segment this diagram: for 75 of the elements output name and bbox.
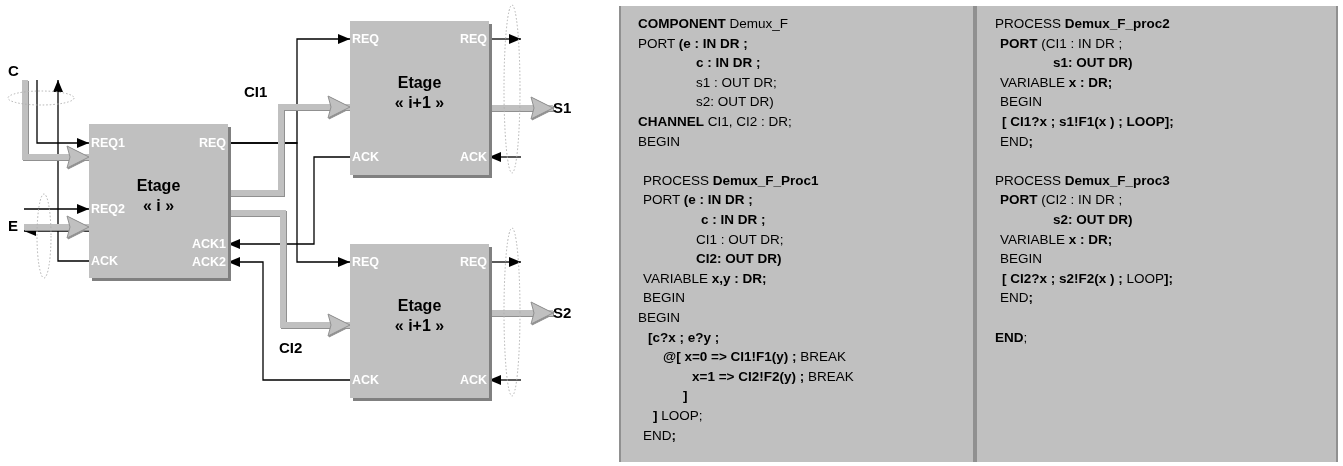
signal-label: E (8, 200, 24, 262)
signal-label: S2 (553, 304, 575, 322)
code-line: CHANNEL CI1, CI2 : DR; (638, 113, 792, 131)
code-line: BEGIN (643, 289, 685, 308)
code-line: ] (683, 387, 688, 406)
code-line: BEGIN (1000, 250, 1042, 269)
code-line: BEGIN (638, 309, 680, 327)
code-line: [ CI2?x ; s2!F2(x ) ; LOOP]; (1002, 269, 1174, 288)
data-channel-arrow (228, 210, 351, 337)
data-channel-arrow (489, 96, 554, 120)
code-line: PROCESS Demux_F_proc3 (995, 171, 1170, 190)
port-label: REQ (350, 32, 386, 46)
port-label: REQ (184, 136, 228, 150)
code-line: PORT (e : IN DR ; (638, 34, 748, 53)
data-channel-arrow (489, 301, 554, 325)
port-label: REQ1 (89, 136, 133, 150)
port-label: ACK (350, 150, 386, 164)
data-channel-arrow (24, 215, 90, 239)
dotted-ellipse (503, 4, 521, 174)
port-label: ACK (447, 373, 489, 387)
code-line: [ CI1?x ; s1!F1(x ) ; LOOP]; (1002, 113, 1174, 131)
code-line: c : IN DR ; (696, 54, 761, 73)
dotted-ellipse (36, 193, 52, 279)
code-line: s1 : OUT DR; (696, 73, 777, 92)
code-panel (619, 6, 975, 462)
dotted-ellipse (503, 227, 521, 397)
code-line: CI2: OUT DR) (696, 250, 782, 269)
code-line: END; (995, 328, 1028, 347)
port-label: ACK (350, 373, 386, 387)
code-line: s2: OUT DR) (1053, 211, 1133, 229)
code-line: BEGIN (1000, 93, 1042, 112)
code-line: [c?x ; e?y ; (648, 328, 720, 347)
port-label: REQ2 (89, 202, 133, 216)
data-channel-arrow (228, 95, 351, 196)
code-line: @[ x=0 => CI1!F1(y) ; BREAK (663, 348, 847, 367)
code-line: VARIABLE x : DR; (1000, 230, 1113, 249)
stage-block (350, 244, 489, 398)
code-line: PORT (e : IN DR ; (643, 191, 753, 210)
code-line: COMPONENT Demux_F (638, 15, 789, 33)
code-line: PORT (CI2 : IN DR ; (1000, 191, 1123, 210)
code-line: PORT (CI1 : IN DR ; (1000, 34, 1123, 53)
signal-arrow (53, 79, 90, 262)
stage-block (89, 124, 228, 278)
port-label: ACK2 (178, 255, 228, 269)
signal-label: S1 (553, 99, 575, 117)
code-line: PROCESS Demux_F_proc2 (995, 15, 1170, 33)
port-label: REQ (447, 32, 489, 46)
port-label: REQ (350, 255, 386, 269)
signal-arrow (23, 204, 90, 214)
code-line: s1: OUT DR) (1053, 54, 1133, 73)
block-title: Etage « i+1 » (393, 296, 446, 336)
code-panel (975, 6, 1338, 462)
code-line: VARIABLE x,y : DR; (643, 269, 767, 288)
code-line: BEGIN (638, 132, 680, 151)
block-title: Etage « i » (135, 176, 182, 216)
code-line: ] LOOP; (653, 407, 703, 425)
stage-block (350, 21, 489, 175)
code-line: c : IN DR ; (701, 211, 766, 229)
signal-label: C (8, 62, 62, 80)
port-label: ACK (89, 254, 125, 268)
signal-arrow (36, 79, 90, 148)
code-line: END; (1000, 289, 1033, 308)
code-line: VARIABLE x : DR; (1000, 73, 1113, 92)
code-line: x=1 => CI2!F2(y) ; BREAK (692, 367, 854, 386)
port-label: ACK (447, 150, 489, 164)
code-line: END; (643, 426, 676, 445)
data-channel-arrow (22, 80, 90, 169)
code-line: PROCESS Demux_F_Proc1 (643, 171, 819, 190)
port-label: ACK1 (178, 237, 228, 251)
block-title: Etage « i+1 » (393, 73, 446, 113)
code-line: CI1 : OUT DR; (696, 230, 784, 249)
code-line: s2: OUT DR) (696, 93, 774, 112)
port-label: REQ (447, 255, 489, 269)
code-line: END; (1000, 132, 1033, 151)
dotted-ellipse (7, 90, 75, 106)
